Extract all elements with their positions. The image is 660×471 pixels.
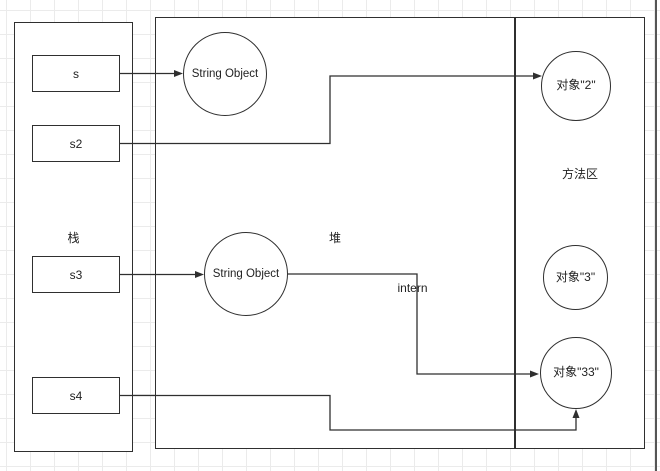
stack-var-s: s xyxy=(32,55,120,92)
heap-label: 堆 xyxy=(328,231,341,245)
method-area-object-2: 对象"2" xyxy=(541,51,611,121)
method-area-object-33: 对象"33" xyxy=(540,337,612,409)
method-area-label: 方法区 xyxy=(561,167,598,181)
stack-var-s-label: s xyxy=(73,66,79,81)
intern-edge-label: intern xyxy=(397,281,428,295)
heap-string-object-2-label: String Object xyxy=(212,267,280,280)
method-area-object-3: 对象"3" xyxy=(543,245,608,310)
heap-string-object-2: String Object xyxy=(204,232,288,316)
method-area-object-3-label: 对象"3" xyxy=(555,269,596,284)
stack-var-s4: s4 xyxy=(32,377,120,414)
method-area-object-2-label: 对象"2" xyxy=(556,78,596,93)
method-area-object-33-label: 对象"33" xyxy=(553,365,599,380)
stack-var-s2: s2 xyxy=(32,125,120,162)
stack-label: 栈 xyxy=(67,231,80,245)
heap-string-object-1-label: String Object xyxy=(191,67,259,80)
stack-var-s3-label: s3 xyxy=(69,267,83,282)
stack-var-s4-label: s4 xyxy=(69,388,83,403)
heap-string-object-1: String Object xyxy=(183,32,267,116)
stack-var-s3: s3 xyxy=(32,256,120,293)
window-right-edge[interactable] xyxy=(655,0,657,471)
stack-var-s2-label: s2 xyxy=(69,136,83,151)
